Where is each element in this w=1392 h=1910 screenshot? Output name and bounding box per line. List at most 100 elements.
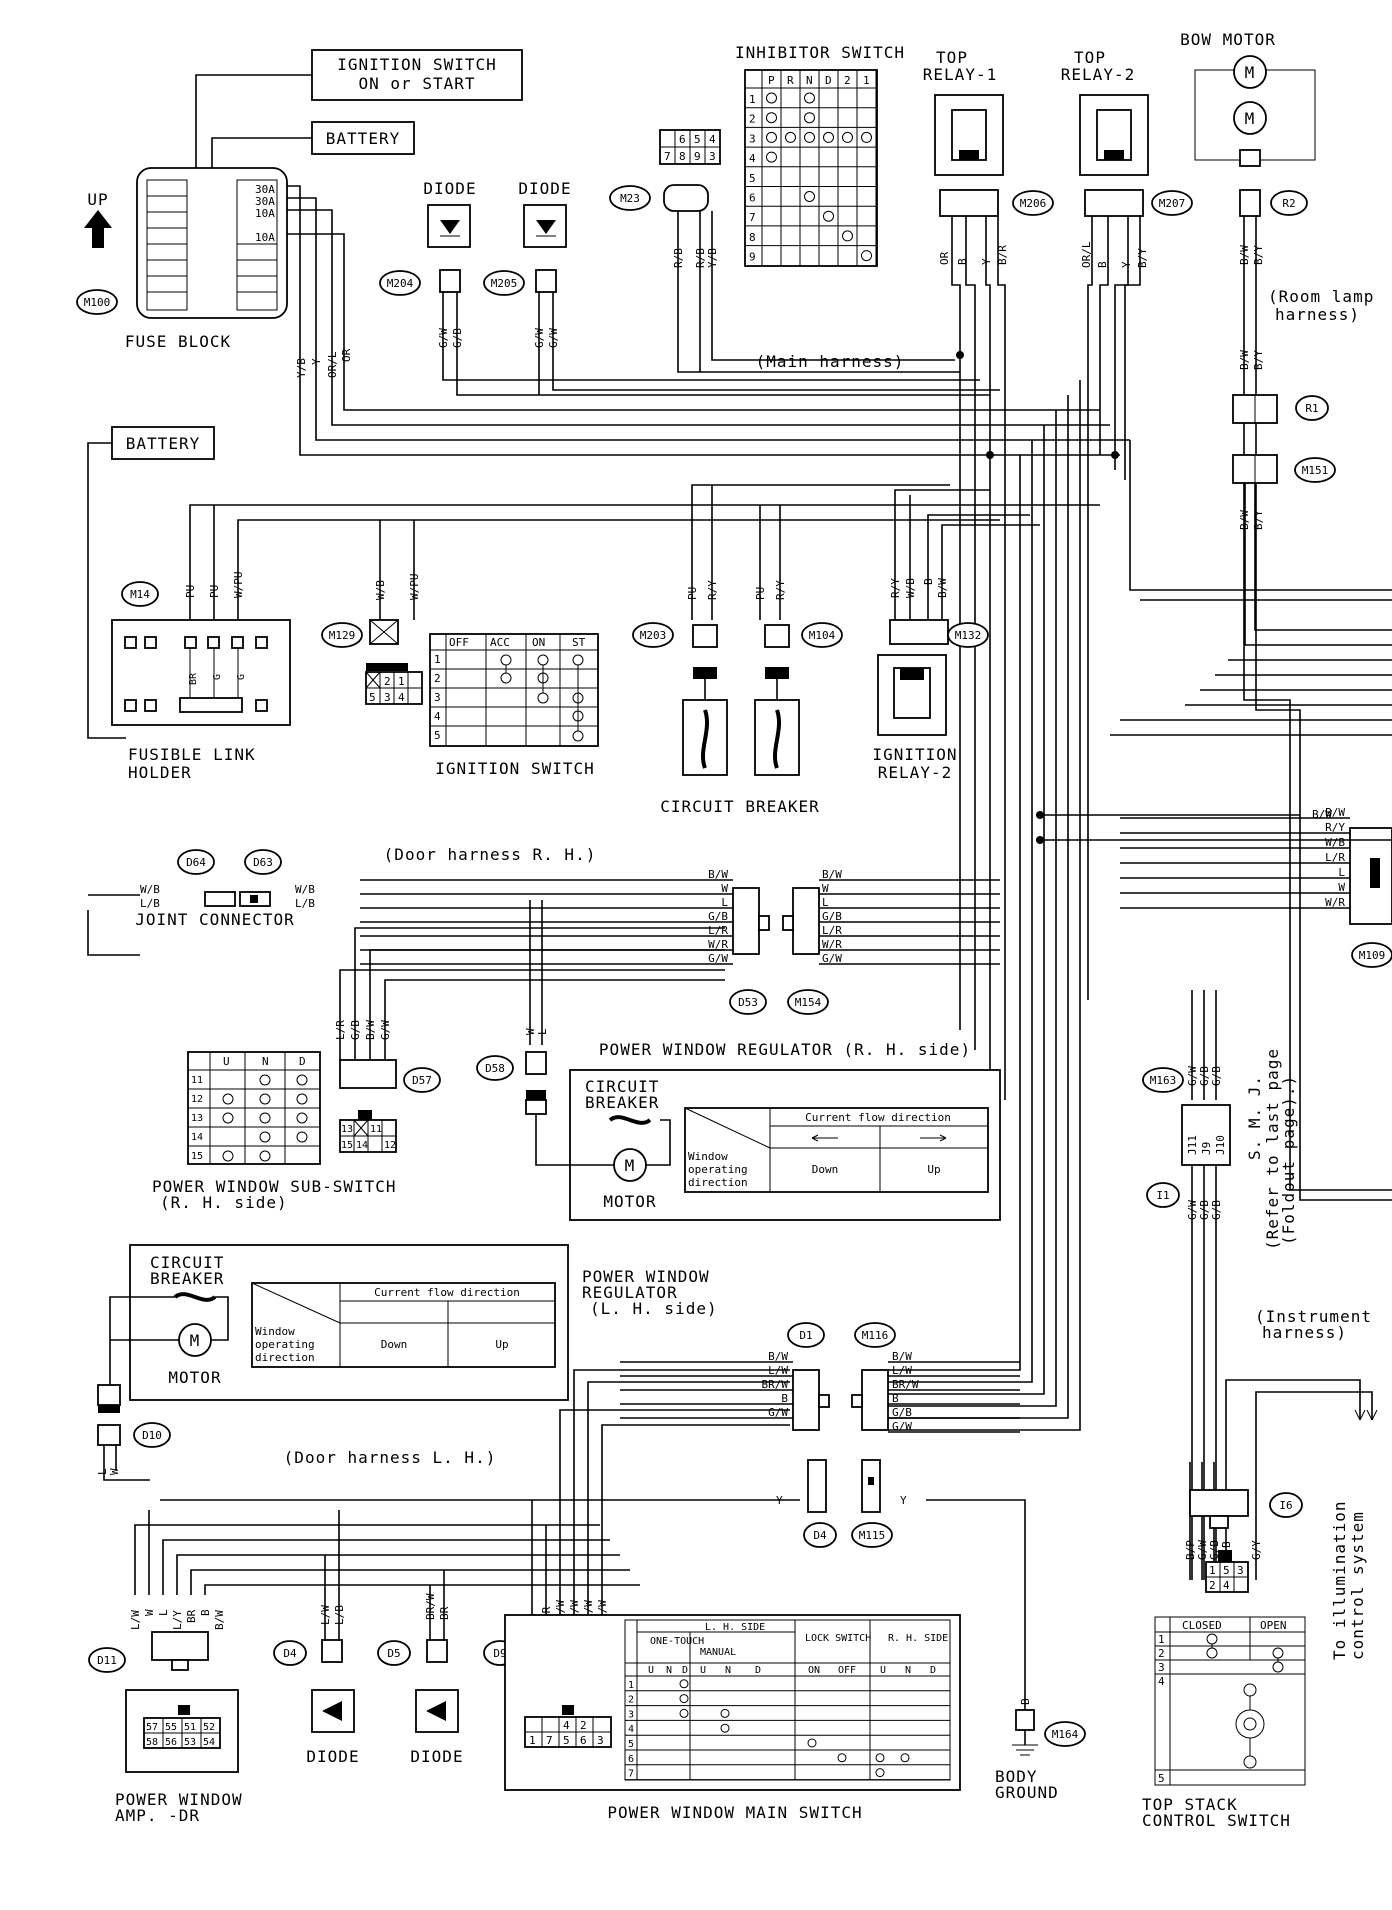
inhibitor-row-8: 8 [749, 231, 756, 244]
svg-text:2: 2 [1209, 1579, 1216, 1592]
up-arrow-icon [84, 210, 112, 248]
m109-labels-wire-1: R/Y [1325, 821, 1345, 834]
svg-text:OPEN: OPEN [1260, 1619, 1287, 1632]
svg-text:1: 1 [398, 675, 405, 688]
inhibitor-col-R: R [787, 74, 794, 87]
svg-text:B/Y: B/Y [1252, 245, 1265, 265]
battery-label-box-top: BATTERY [311, 121, 415, 155]
svg-text:CIRCUIT: CIRCUIT [585, 1077, 659, 1096]
svg-text:5: 5 [1158, 1772, 1165, 1785]
svg-text:DIODE: DIODE [423, 179, 476, 198]
svg-text:G/W: G/W [437, 328, 450, 348]
d53-labels-wire-6: G/W [708, 952, 728, 965]
svg-text:1: 1 [1209, 1564, 1216, 1577]
svg-text:M115: M115 [859, 1529, 886, 1542]
main-sw-sub-5: D [755, 1665, 761, 1676]
svg-text:G/W: G/W [547, 328, 560, 348]
svg-text:POWER WINDOW: POWER WINDOW [582, 1267, 710, 1286]
d53-labels-wire-2: L [721, 896, 728, 909]
svg-text:R. H. SIDE: R. H. SIDE [888, 1633, 948, 1644]
inhibitor-col-N: N [806, 74, 813, 87]
conn-D5: D5 [377, 1640, 411, 1666]
m154-labels-wire-5: W/R [822, 938, 842, 951]
svg-text:11: 11 [370, 1124, 382, 1135]
conn-I6: I6 [1269, 1492, 1303, 1518]
svg-text:D: D [299, 1055, 306, 1068]
connector-R1: R1 [1232, 394, 1329, 424]
diode-M205: DIODE G/W G/W [518, 179, 1000, 395]
d1-labels-wire-0: B/W [768, 1350, 788, 1363]
svg-text:4: 4 [1158, 1675, 1165, 1688]
pw-main-switch: 4 2 1 7 5 6 3 L. H. SIDE ONE-TOUCH MANUA… [504, 1614, 961, 1791]
svg-text:MOTOR: MOTOR [168, 1368, 221, 1387]
main-sw-sub-10: D [930, 1665, 936, 1676]
svg-text:2: 2 [1158, 1647, 1165, 1660]
svg-text:B/W: B/W [1238, 350, 1251, 370]
svg-text:B: B [1096, 261, 1109, 268]
svg-text:G/B: G/B [1210, 1066, 1223, 1086]
svg-text:W/B: W/B [374, 580, 387, 600]
conn-M204: M204 [379, 270, 421, 296]
pw-main-switch-label: POWER WINDOW MAIN SWITCH [607, 1803, 862, 1822]
svg-text:direction: direction [255, 1351, 315, 1364]
conn-D53: D53 [729, 989, 767, 1015]
svg-text:I1: I1 [1156, 1189, 1169, 1202]
m109-labels-wire-6: W/R [1325, 896, 1345, 909]
svg-text:M14: M14 [130, 588, 150, 601]
main-sw-sub-8: U [880, 1665, 886, 1676]
svg-text:W/PU: W/PU [232, 572, 245, 599]
sub-switch-table: U N D 11 12 13 14 15 [187, 1051, 321, 1165]
conn-M104: M104 [801, 622, 843, 648]
svg-text:OFF: OFF [449, 636, 469, 649]
svg-text:G/B: G/B [1210, 1200, 1223, 1220]
svg-text:ST: ST [572, 636, 586, 649]
svg-text:57: 57 [146, 1722, 158, 1733]
svg-text:2: 2 [434, 672, 441, 685]
svg-text:G: G [212, 674, 223, 680]
svg-text:M: M [625, 1156, 636, 1175]
svg-text:R1: R1 [1305, 402, 1318, 415]
svg-text:G/B: G/B [1198, 1200, 1211, 1220]
top-stack-table: CLOSED OPEN 1 2 3 4 5 [1154, 1616, 1306, 1786]
svg-text:W: W [143, 1609, 156, 1616]
svg-text:harness): harness) [1275, 305, 1360, 324]
svg-text:Y: Y [1120, 261, 1133, 268]
svg-text:14: 14 [356, 1140, 368, 1151]
svg-text:3: 3 [709, 150, 716, 163]
svg-text:POWER WINDOW SUB-SWITCH: POWER WINDOW SUB-SWITCH [152, 1177, 397, 1196]
svg-text:G/W: G/W [1186, 1200, 1199, 1220]
svg-text:B: B [199, 1609, 212, 1616]
conn-M129: M129 [321, 622, 363, 648]
svg-text:J9: J9 [1200, 1142, 1213, 1155]
svg-text:Current flow direction: Current flow direction [805, 1111, 951, 1124]
d1-labels-wire-2: BR/W [762, 1378, 789, 1391]
conn-M203: M203 [632, 622, 674, 648]
svg-text:5: 5 [563, 1734, 570, 1747]
svg-text:S. M. J.: S. M. J. [1245, 1075, 1264, 1160]
svg-text:7: 7 [546, 1734, 553, 1747]
svg-text:G/W: G/W [1186, 1066, 1199, 1086]
conn-M154: M154 [787, 989, 829, 1015]
svg-text:3: 3 [384, 691, 391, 704]
svg-text:M129: M129 [329, 629, 356, 642]
m116-labels-wire-0: B/W [892, 1350, 912, 1363]
svg-text:B: B [922, 578, 935, 585]
svg-text:M151: M151 [1302, 464, 1329, 477]
svg-text:AMP. -DR: AMP. -DR [115, 1806, 200, 1825]
i6-connector-face: 1 5 3 2 4 [1205, 1550, 1249, 1593]
d53-labels-wire-4: L/R [708, 924, 728, 937]
conn-M163: M163 [1142, 1067, 1184, 1093]
conn-M132: M132 [947, 622, 989, 648]
svg-text:OR/L: OR/L [1080, 241, 1093, 268]
m116-labels-wire-2: BR/W [892, 1378, 919, 1391]
svg-text:B/W: B/W [213, 1610, 226, 1630]
conn-D11: D11 [88, 1647, 126, 1673]
svg-text:MANUAL: MANUAL [700, 1647, 736, 1658]
svg-text:D5: D5 [387, 1647, 400, 1660]
connector-M151: M151 [1232, 454, 1336, 484]
svg-text:B: B [956, 258, 969, 265]
svg-text:Y: Y [900, 1494, 907, 1507]
svg-text:FUSIBLE LINK: FUSIBLE LINK [128, 745, 256, 764]
bow-motor: M M B/W B/Y [1194, 55, 1392, 1201]
